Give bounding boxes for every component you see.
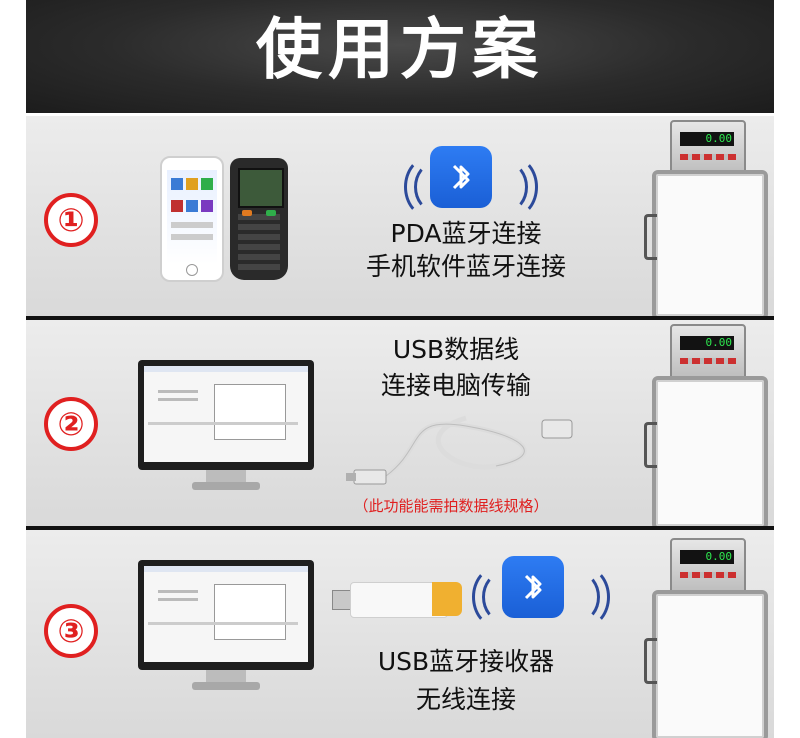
phone-icon <box>160 156 224 282</box>
bluetooth-icon <box>502 556 564 618</box>
scale-display: 0.00 <box>680 336 734 350</box>
signal-wave-icon <box>488 156 538 218</box>
signal-wave-icon <box>560 566 610 628</box>
signal-wave-icon <box>404 156 454 218</box>
option-2-note: （此功能能需拍数据线规格） <box>353 497 549 515</box>
option-number-2: ② <box>44 397 98 451</box>
option-panel-3: ③ USB蓝牙接收器 无线连接 0.00 <box>26 530 774 738</box>
scale-display: 0.00 <box>680 132 734 146</box>
divider <box>26 316 774 320</box>
usb-dongle-icon <box>332 582 462 618</box>
option-panel-1: ① PDA蓝牙连接 手机软件蓝牙连接 0.00 <box>26 116 774 316</box>
signal-wave-icon <box>414 162 454 212</box>
scale-display: 0.00 <box>680 550 734 564</box>
signal-wave-icon <box>472 566 522 628</box>
option-3-line2: 无线连接 <box>415 685 516 714</box>
option-1-line1: PDA蓝牙连接 <box>390 219 542 248</box>
bluetooth-icon <box>430 146 492 208</box>
option-panel-2: ② USB数据线 连接电脑传输 （此功能能需拍数据线规格） 0.00 <box>26 320 774 526</box>
page-title: 使用方案 <box>256 11 544 88</box>
option-3-line1: USB蓝牙接收器 <box>377 647 555 676</box>
option-number-3: ③ <box>44 604 98 658</box>
option-2-line1: USB数据线 <box>392 335 520 364</box>
option-2-line2: 连接电脑传输 <box>380 371 531 400</box>
pda-icon <box>230 158 288 280</box>
option-number-1: ① <box>44 193 98 247</box>
usb-cable-icon <box>346 415 573 485</box>
signal-wave-icon <box>482 572 522 622</box>
option-1-line2: 手机软件蓝牙连接 <box>365 252 566 281</box>
header-banner: 使用方案 <box>26 0 774 113</box>
divider <box>26 526 774 530</box>
